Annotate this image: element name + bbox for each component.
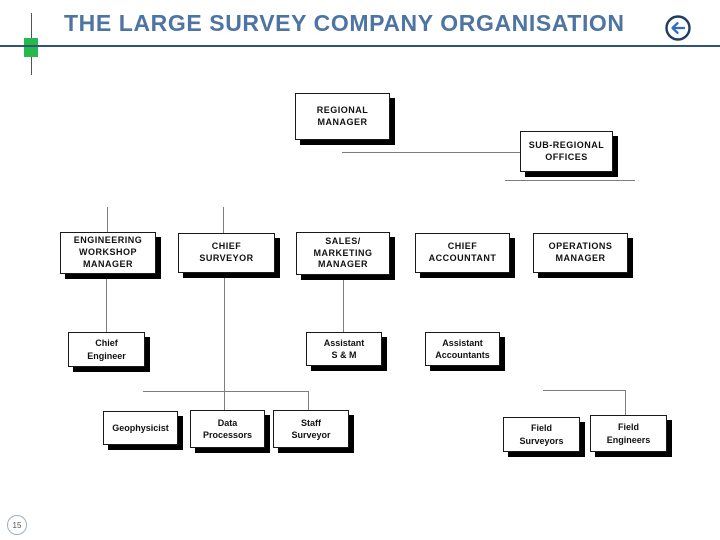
org-node-chief-accountant: CHIEF ACCOUNTANT: [415, 233, 510, 273]
connector-below-subregional: [505, 180, 635, 181]
header-rule: [0, 45, 720, 47]
org-node-label: Assistant Accountants: [435, 337, 490, 360]
org-node-label: REGIONAL MANAGER: [316, 104, 369, 127]
org-node-label: Data Processors: [202, 417, 253, 440]
org-node-label: Field Engineers: [606, 422, 651, 445]
connector-bottom-right-horizontal: [543, 390, 626, 391]
green-accent-square: [24, 38, 38, 57]
connector-bottom-left-horizontal: [143, 391, 309, 392]
org-node-sales-marketing-manager: SALES/ MARKETING MANAGER: [296, 232, 390, 275]
org-node-label: Field Surveyors: [519, 423, 564, 446]
connector-drop-to-field-engineers: [625, 390, 626, 416]
org-node-label: Staff Surveyor: [291, 417, 331, 440]
org-node-assistant-accountants: Assistant Accountants: [425, 332, 500, 366]
org-node-operations-manager: OPERATIONS MANAGER: [533, 233, 628, 273]
connector-stub-above-engineering-workshop: [107, 207, 108, 232]
org-node-label: ENGINEERING WORKSHOP MANAGER: [73, 235, 143, 269]
org-node-chief-surveyor: CHIEF SURVEYOR: [178, 233, 275, 273]
org-node-label: CHIEF ACCOUNTANT: [428, 241, 497, 263]
back-button[interactable]: [664, 14, 692, 42]
org-node-label: OPERATIONS MANAGER: [548, 241, 613, 263]
org-node-regional-manager: REGIONAL MANAGER: [295, 93, 390, 140]
org-node-data-processors: Data Processors: [190, 410, 265, 448]
org-node-label: SALES/ MARKETING MANAGER: [313, 235, 373, 270]
page-number: 15: [12, 520, 22, 530]
org-node-engineering-workshop-manager: ENGINEERING WORKSHOP MANAGER: [60, 232, 156, 274]
back-arrow-circle-icon: [665, 15, 691, 41]
slide-title: THE LARGE SURVEY COMPANY ORGANISATION: [64, 10, 625, 36]
org-node-label: Chief Engineer: [87, 338, 126, 361]
org-node-label: CHIEF SURVEYOR: [199, 241, 254, 263]
connector-drop-to-staff-surveyor: [308, 391, 309, 411]
org-node-assistant-s-m: Assistant S & M: [306, 332, 382, 366]
org-node-label: Assistant S & M: [323, 337, 365, 360]
org-node-field-engineers: Field Engineers: [590, 415, 667, 452]
connector-chief-surveyor-to-data-processors: [224, 275, 225, 411]
connector-regional-to-subregional: [342, 152, 520, 153]
org-node-chief-engineer: Chief Engineer: [68, 332, 145, 367]
org-node-geophysicist: Geophysicist: [103, 411, 178, 445]
connector-engineering-to-chief-engineer: [106, 276, 107, 332]
org-node-staff-surveyor: Staff Surveyor: [273, 410, 349, 448]
org-node-label: Geophysicist: [112, 422, 169, 433]
connector-stub-above-chief-surveyor: [223, 207, 224, 233]
org-node-label: SUB-REGIONAL OFFICES: [528, 139, 605, 162]
org-node-sub-regional-offices: SUB-REGIONAL OFFICES: [520, 131, 613, 172]
connector-sales-to-assistant-sm: [343, 277, 344, 332]
page-number-badge: 15: [7, 515, 27, 535]
org-node-field-surveyors: Field Surveyors: [503, 417, 580, 452]
